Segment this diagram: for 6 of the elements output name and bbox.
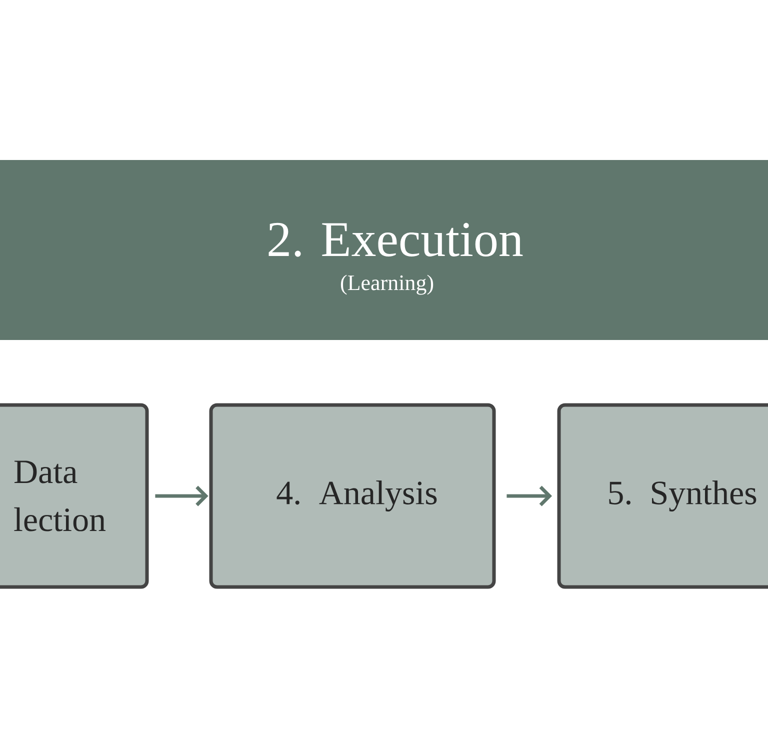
banner: 2. Execution (Learning) [0, 160, 768, 340]
arrow [155, 486, 208, 506]
process-box: 4. Analysis [209, 403, 496, 589]
process-box: Data lection [0, 403, 149, 589]
arrow [506, 486, 552, 506]
process-box: 5. Synthes [557, 403, 768, 589]
